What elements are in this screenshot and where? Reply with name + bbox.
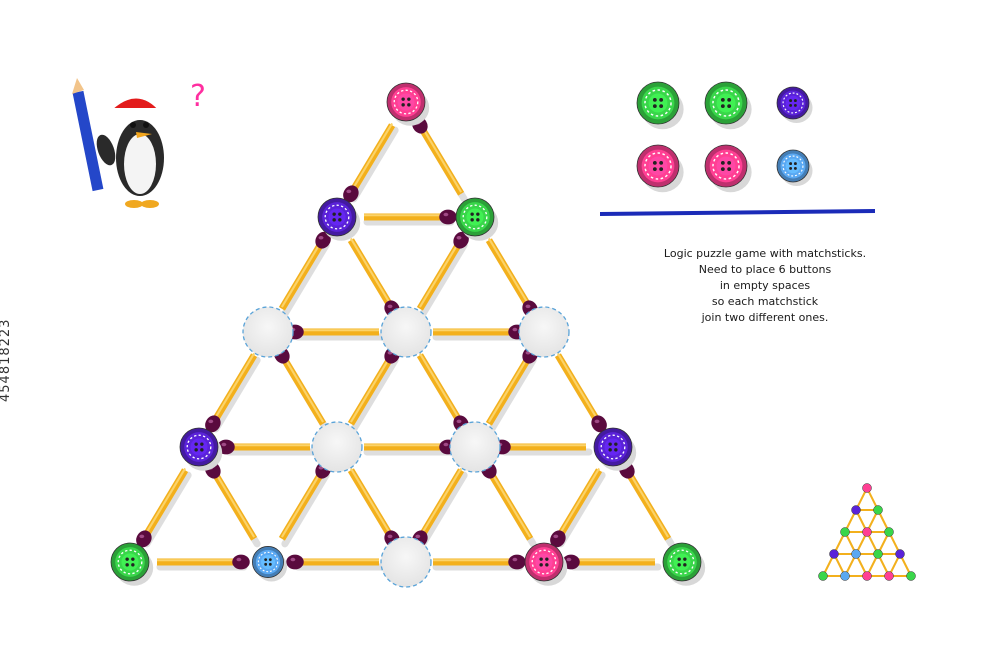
matchstick: [432, 554, 526, 571]
available-buttons: [636, 81, 813, 193]
green-button-icon: [873, 549, 883, 559]
instruction-line: Logic puzzle game with matchsticks.: [663, 247, 867, 260]
purple-button-icon: [593, 427, 637, 471]
pink-button-icon: [636, 144, 684, 193]
pink-button-icon: [862, 527, 872, 537]
matchstick: [286, 554, 386, 571]
matchstick: [205, 461, 261, 548]
matchstick: [205, 352, 261, 433]
green-button-icon: [818, 571, 828, 581]
green-button-icon: [110, 542, 154, 586]
matchstick: [274, 346, 330, 433]
matchstick: [363, 209, 457, 226]
empty-slot[interactable]: [242, 306, 294, 358]
empty-slot[interactable]: [380, 536, 432, 588]
pink-button-icon: [862, 571, 872, 581]
matchstick: [347, 237, 400, 318]
instruction-line: join two different ones.: [701, 311, 829, 324]
blue-button-icon: [252, 546, 288, 582]
matchstick: [416, 231, 469, 318]
pink-button-icon: [704, 144, 752, 193]
pink-button-icon: [862, 483, 872, 493]
matchstick: [217, 439, 317, 456]
empty-slot[interactable]: [380, 306, 432, 358]
matchstick: [554, 352, 607, 433]
pink-button-icon: [524, 542, 568, 586]
green-button-icon: [455, 197, 499, 241]
matchstick: [286, 324, 386, 341]
instruction-line: Need to place 6 buttons: [698, 263, 832, 276]
solved-puzzle-thumbnail-icon: [818, 483, 916, 581]
instruction-line: so each matchstick: [711, 295, 819, 308]
purple-button-icon: [829, 549, 839, 559]
matchstick: [347, 467, 400, 548]
matchstick: [278, 231, 331, 318]
green-button-icon: [840, 527, 850, 537]
purple-button-icon: [895, 549, 905, 559]
matchstick: [416, 352, 469, 433]
instructions: Logic puzzle game with matchsticks. Need…: [640, 246, 890, 326]
puzzle-board: [110, 82, 706, 588]
penguin-with-pencil-icon: [72, 78, 166, 208]
blue-button-icon: [851, 549, 861, 559]
matchstick: [136, 467, 192, 548]
matchstick: [278, 461, 331, 548]
empty-slot[interactable]: [311, 421, 363, 473]
question-mark-icon: ?: [190, 79, 206, 114]
empty-slot[interactable]: [518, 306, 570, 358]
divider-line: [600, 209, 875, 216]
purple-button-icon: [851, 505, 861, 515]
blue-button-icon: [776, 149, 813, 186]
matchstick: [619, 461, 675, 548]
green-button-icon: [704, 81, 752, 130]
matchstick: [562, 554, 662, 571]
matchstick: [493, 439, 593, 456]
green-button-icon: [636, 81, 684, 130]
green-button-icon: [662, 542, 706, 586]
matchstick: [343, 122, 399, 203]
pink-button-icon: [386, 82, 430, 126]
green-button-icon: [884, 527, 894, 537]
stock-id: 454818223: [0, 318, 13, 402]
matchstick: [481, 461, 537, 548]
pink-button-icon: [884, 571, 894, 581]
purple-button-icon: [317, 197, 361, 241]
matchstick: [412, 467, 468, 548]
matchstick: [485, 237, 538, 318]
empty-slot[interactable]: [449, 421, 501, 473]
matchstick: [363, 439, 457, 456]
purple-button-icon: [776, 86, 813, 124]
green-button-icon: [906, 571, 916, 581]
matchstick: [156, 554, 250, 571]
matchstick: [412, 116, 468, 203]
purple-button-icon: [179, 427, 223, 471]
green-button-icon: [873, 505, 883, 515]
instruction-line: in empty spaces: [719, 279, 811, 292]
matchstick: [550, 467, 606, 548]
matchstick: [485, 346, 538, 433]
blue-button-icon: [840, 571, 850, 581]
matchstick: [347, 346, 400, 433]
matchstick: [432, 324, 526, 341]
